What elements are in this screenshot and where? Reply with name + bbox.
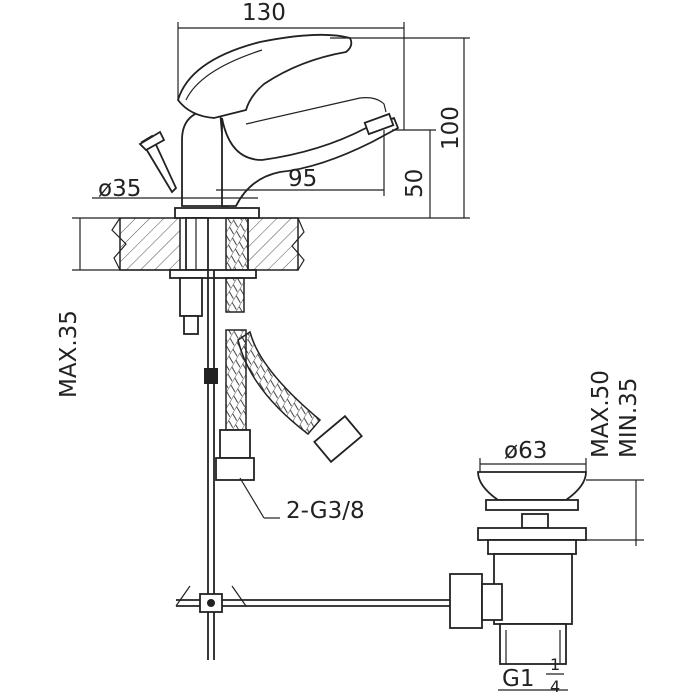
countertop bbox=[111, 217, 305, 271]
dim-spout-reach: 95 bbox=[288, 166, 317, 192]
dim-drain-min: MIN.35 bbox=[616, 378, 642, 458]
dim-spout-height: 50 bbox=[402, 169, 428, 198]
dim-connection-thread: 2-G3/8 bbox=[286, 498, 365, 524]
flex-hoses bbox=[215, 329, 363, 481]
dim-width-total: 130 bbox=[242, 0, 286, 26]
dim-hole-diameter: ø35 bbox=[98, 176, 141, 202]
dim-drain-diameter: ø63 bbox=[504, 438, 547, 464]
drain-linkage bbox=[175, 585, 460, 613]
dim-drain-thread-den: 4 bbox=[550, 677, 560, 696]
popup-rod bbox=[138, 130, 178, 194]
spout bbox=[221, 116, 400, 207]
mounting-shank bbox=[169, 217, 257, 335]
dimension-lines bbox=[72, 22, 644, 691]
dim-height-total: 100 bbox=[438, 106, 464, 150]
dim-max-thickness: MAX.35 bbox=[56, 310, 82, 398]
dim-drain-max: MAX.50 bbox=[588, 370, 614, 458]
dim-drain-thread: G1 bbox=[502, 666, 534, 692]
lever-handle bbox=[177, 33, 353, 119]
popup-drain bbox=[449, 471, 587, 665]
dim-drain-thread-num: 1 bbox=[550, 655, 560, 674]
faucet-body bbox=[174, 33, 400, 219]
